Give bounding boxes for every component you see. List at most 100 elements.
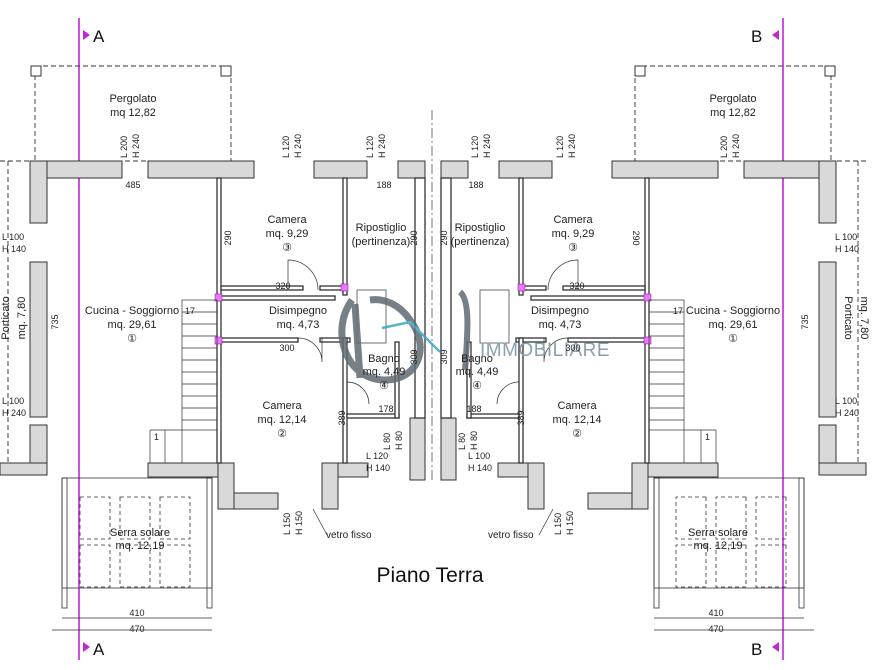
ripostiglio-sub: (pertinenza) [352,236,411,248]
dim-17: 17 [185,306,195,316]
dim-485: 485 [125,180,140,190]
serra-label: Serra solare [110,527,170,539]
dim-389: 389 [516,410,526,425]
window-w6-l: L 80 [457,433,467,450]
dim-290b: 290 [631,230,641,245]
plan-title: Piano Terra [376,564,483,587]
window-w6-l: L 80 [382,433,392,450]
camera-bottom-label: Camera [262,400,302,412]
section-label-a-top: A [93,27,105,46]
window-w8-h: H 150 [565,511,575,535]
ripostiglio-sub: (pertinenza) [451,236,510,248]
bagno-label: Bagno [368,353,400,365]
section-label-b-top: B [751,27,762,46]
dim-735: 735 [800,314,810,329]
window-w5-l: L 100 [2,396,24,406]
dim-735: 735 [50,314,60,329]
bagno-area: mq. 4,49 [363,366,406,378]
section-label-b-bottom: B [751,640,762,659]
window-w1-l: L 200 [119,136,129,158]
pergolato-area: mq 12,82 [710,107,756,119]
window-w4-h: H 140 [835,244,859,254]
kitchen-number: ① [728,333,738,345]
labels-left: Pergolato mq 12,82 Porticato mq. 7,80 Cu… [0,93,419,634]
camera-bottom-label: Camera [557,400,597,412]
window-w5-h: H 240 [835,408,859,418]
dim-470: 470 [129,624,144,634]
dim-470: 470 [708,624,723,634]
camera-top-label: Camera [553,214,593,226]
window-w2-h: H 240 [567,134,577,158]
bagno-number: ④ [379,380,389,392]
window-w6-h: H 80 [469,431,479,450]
kitchen-number: ① [127,333,137,345]
camera-bottom-number: ② [572,428,582,440]
window-w7-l: L 100 [468,451,490,461]
serra-area: mq. 12,19 [694,540,743,552]
ripostiglio-label: Ripostiglio [356,222,407,234]
dim-188: 188 [376,180,391,190]
ripostiglio-label: Ripostiglio [455,222,506,234]
dim-178: 188 [466,404,481,414]
dim-178: 178 [378,404,393,414]
disimpegno-label: Disimpegno [531,305,589,317]
dim-309: 309 [409,349,419,364]
dim-1: 1 [705,432,710,442]
window-w7-l: L 120 [366,451,388,461]
porticato-area: mq. 7,80 [858,297,870,340]
window-w1-h: H 240 [131,134,141,158]
bagno-area: mq. 4,49 [456,366,499,378]
window-w8-l: L 150 [553,513,563,535]
watermark-text: IMMOBILIARE [480,340,610,361]
camera-bottom-area: mq. 12,14 [258,414,307,426]
dim-320: 320 [569,281,584,291]
window-w2-l: L 120 [281,136,291,158]
disimpegno-label: Disimpegno [269,305,327,317]
section-label-a-bottom: A [93,640,105,659]
labels-right: Pergolato mq 12,82 Porticato mq. 7,80 Cu… [439,93,870,634]
window-w4-l: L 100 [2,232,24,242]
window-w4-h: H 140 [2,244,26,254]
window-w7-h: H 140 [468,463,492,473]
window-w2-h: H 240 [293,134,303,158]
dim-17: 17 [673,306,683,316]
porticato-label: Porticato [0,296,12,339]
camera-bottom-number: ② [277,428,287,440]
window-w3-l: L 120 [365,136,375,158]
dim-300: 300 [279,343,294,353]
vetro-fisso-label: vetro fisso [326,530,372,541]
serra-label: Serra solare [688,527,748,539]
disimpegno-area: mq. 4,73 [277,319,320,331]
window-w6-h: H 80 [394,431,404,450]
window-w5-h: H 240 [2,408,26,418]
camera-top-number: ③ [568,242,578,254]
camera-top-label: Camera [267,214,307,226]
dim-410: 410 [129,608,144,618]
window-w8-h: H 150 [294,511,304,535]
window-w1-l: L 200 [719,136,729,158]
watermark-logo [338,289,471,384]
kitchen-area: mq. 29,61 [108,319,157,331]
window-w8-l: L 150 [282,513,292,535]
dim-389: 389 [337,410,347,425]
window-w4-l: L 100 [835,232,857,242]
kitchen-area: mq. 29,61 [709,319,758,331]
camera-top-area: mq. 9,29 [266,228,309,240]
pergolato-label: Pergolato [709,93,756,105]
vetro-fisso-label: vetro fisso [488,530,534,541]
dim-188: 188 [468,180,483,190]
window-w3-h: H 240 [482,134,492,158]
dim-410: 410 [708,608,723,618]
camera-bottom-area: mq. 12,14 [553,414,602,426]
kitchen-label: Cucina - Soggiorno [686,305,780,317]
disimpegno-area: mq. 4,73 [539,319,582,331]
bagno-number: ④ [472,380,482,392]
window-w3-h: H 240 [377,134,387,158]
porticato-label: Porticato [842,296,854,339]
dim-290a: 290 [223,230,233,245]
window-w5-l: L 100 [835,396,857,406]
dim-290a: 290 [439,230,449,245]
dim-290b: 290 [409,230,419,245]
porticato-area: mq. 7,80 [16,297,28,340]
